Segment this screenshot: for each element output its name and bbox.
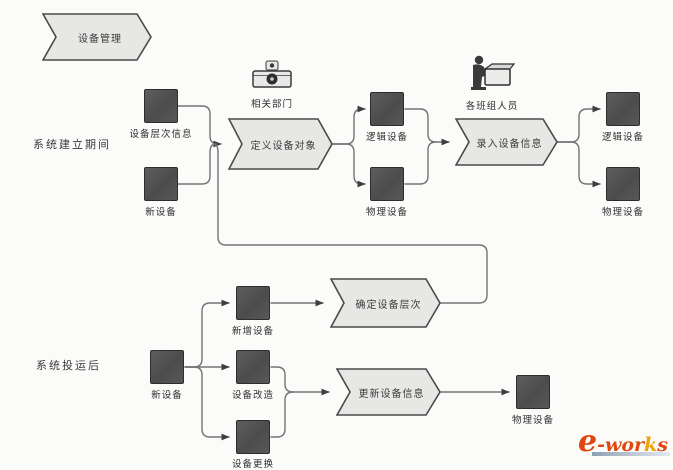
entity-device-modification-label: 设备改造 — [231, 390, 274, 401]
connector-loopback-determine-to-define — [213, 143, 488, 304]
phase-label-after-operation: 系统投运后 — [36, 360, 101, 372]
process-determine-device-hierarchy-shape — [330, 278, 441, 328]
connector-replacement-to-update — [270, 391, 294, 438]
person-at-computer-icon — [471, 55, 516, 90]
process-determine-device-hierarchy: 确定设备层次 — [330, 278, 441, 328]
entity-physical-device-bottom — [516, 375, 550, 409]
eworks-logo-s: s — [657, 434, 668, 456]
entity-physical-device-mid — [370, 167, 404, 201]
entity-new-device-top — [144, 167, 178, 201]
connector-newdevice-to-added — [184, 299, 230, 368]
process-enter-device-info-shape — [455, 118, 558, 166]
process-define-device-object: 定义设备对象 — [228, 118, 333, 170]
phase-label-system-build: 系统建立期间 — [33, 139, 111, 151]
entity-device-replacement — [236, 420, 270, 454]
eworks-logo-e: e — [578, 424, 598, 459]
banner-device-management: 设备管理 — [42, 13, 152, 61]
eworks-logo-underline — [592, 452, 670, 456]
process-enter-device-info: 录入设备信息 — [455, 118, 558, 166]
connector-modification-to-update — [270, 366, 330, 396]
actor-team-members — [466, 54, 516, 101]
connector-logical-mid-to-enter — [404, 108, 450, 146]
entity-new-added-device — [236, 286, 270, 320]
actor-team-members-label: 各班组人员 — [465, 101, 519, 112]
entity-logical-device-mid-label: 逻辑设备 — [365, 132, 408, 143]
banner-label: 设备管理 — [78, 33, 122, 45]
entity-new-device-bottom-label: 新设备 — [151, 390, 183, 401]
connector-define-to-logical-mid — [332, 105, 366, 145]
entity-device-hierarchy-info — [144, 89, 178, 123]
connector-physical-mid-to-enter — [404, 141, 437, 185]
actor-related-department-label: 相关部门 — [250, 99, 293, 110]
entity-device-hierarchy-info-label: 设备层次信息 — [129, 129, 193, 140]
process-define-device-object-label: 定义设备对象 — [250, 140, 317, 152]
process-determine-device-hierarchy-label: 确定设备层次 — [355, 299, 422, 311]
entity-physical-device-right — [606, 167, 640, 201]
organization-icon — [252, 60, 292, 88]
process-update-device-info: 更新设备信息 — [336, 368, 441, 416]
entity-logical-device-right — [606, 92, 640, 126]
entity-physical-device-bottom-label: 物理设备 — [511, 415, 554, 426]
entity-physical-device-mid-label: 物理设备 — [365, 207, 408, 218]
entity-new-device-top-label: 新设备 — [145, 207, 177, 218]
eworks-logo: e-works — [578, 427, 673, 467]
process-update-device-info-label: 更新设备信息 — [358, 388, 425, 400]
process-define-device-object-shape — [228, 118, 333, 170]
process-enter-device-info-label: 录入设备信息 — [476, 138, 543, 150]
entity-new-device-bottom — [150, 350, 184, 384]
connector-enter-to-physical-right — [557, 141, 601, 188]
entity-logical-device-mid — [370, 92, 404, 126]
actor-related-department — [249, 60, 295, 99]
eworks-logo-wor: -wor — [597, 434, 645, 456]
entity-logical-device-right-label: 逻辑设备 — [601, 132, 644, 143]
entity-device-modification — [236, 350, 270, 384]
process-update-device-info-shape — [336, 368, 441, 416]
connector-enter-to-logical-right — [557, 105, 601, 143]
entity-device-replacement-label: 设备更换 — [231, 459, 274, 470]
banner-shape — [42, 13, 152, 61]
entity-new-added-device-label: 新增设备 — [231, 326, 274, 337]
connector-newdevice-to-replacement — [184, 366, 230, 441]
entity-physical-device-right-label: 物理设备 — [601, 207, 644, 218]
connector-newdevice-to-define — [177, 143, 217, 185]
connector-define-to-physical-mid — [332, 143, 366, 188]
eworks-logo-k: k — [644, 434, 658, 456]
